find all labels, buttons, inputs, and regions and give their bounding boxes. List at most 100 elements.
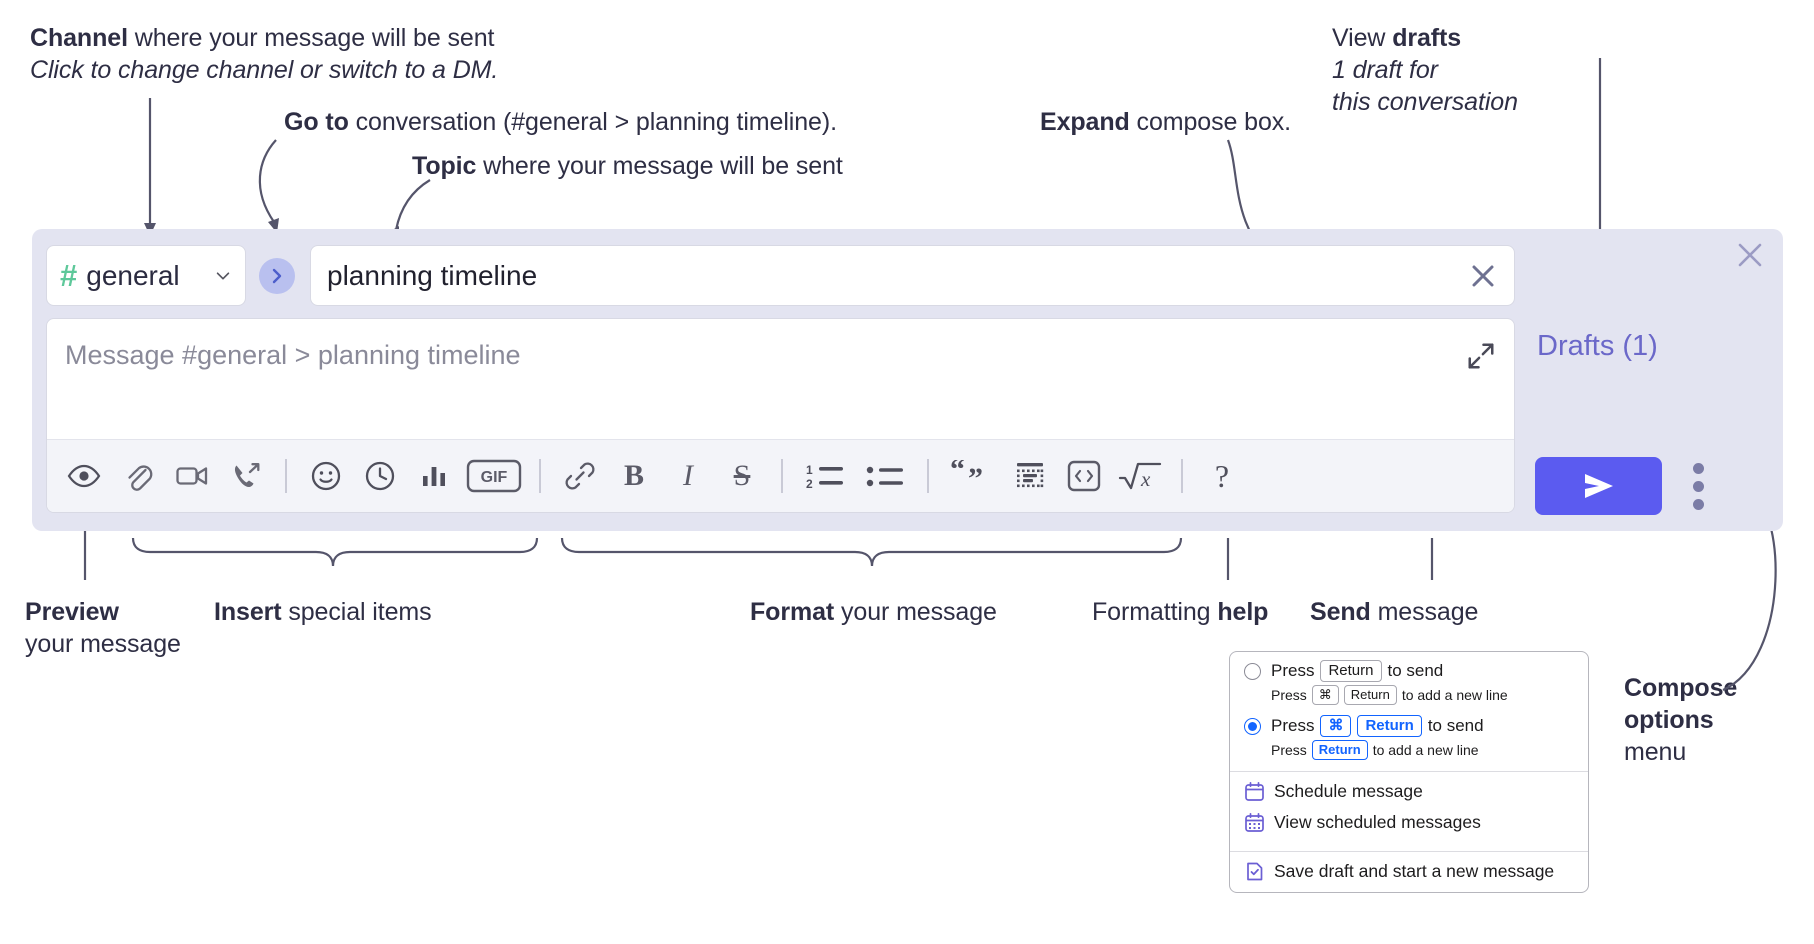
annotation-drafts-sub1: 1 draft for [1332,56,1438,84]
option-2-pre: Press [1271,716,1315,735]
key-command: ⌘ [1311,685,1339,705]
strikethrough-button[interactable]: S [715,449,769,503]
message-placeholder: Message #general > planning timeline [65,340,521,370]
message-input-box[interactable]: Message #general > planning timeline [46,318,1515,513]
send-option-cmd-return-sub: Press Return to add a new line [1230,737,1588,762]
quote-icon: “ ” [950,460,983,492]
annotation-topic: Topic where your message will be sent [412,150,843,182]
annotation-channel-sub: Click to change channel or switch to a D… [30,56,499,84]
svg-text:x: x [1140,467,1151,491]
annotation-help-bold: help [1217,598,1269,626]
vertical-dots-icon [1692,462,1704,474]
create-poll-button[interactable] [407,449,461,503]
menu-item-save-draft[interactable]: Save draft and start a new message [1230,852,1588,892]
send-option-return[interactable]: Press Return to send [1230,652,1588,682]
eye-icon [67,464,101,488]
bulleted-list-button[interactable] [855,449,915,503]
formatting-help-button[interactable]: ? [1195,449,1249,503]
svg-text:“: “ [950,460,965,486]
channel-selector[interactable]: # general [46,245,246,306]
toolbar-divider [285,459,287,493]
close-icon[interactable] [1735,240,1765,270]
formatting-toolbar: GIF B I S 1 2 [47,439,1514,512]
video-camera-icon [176,467,208,485]
toolbar-divider [1181,459,1183,493]
annotation-send-bold: Send [1310,598,1371,626]
chevron-down-icon [216,271,230,280]
italic-button[interactable]: I [661,449,715,503]
annotation-expand-bold: Expand [1040,108,1130,136]
key-return: Return [1343,685,1397,705]
emoji-button[interactable] [299,449,353,503]
math-equation-button[interactable]: x [1111,449,1169,503]
bar-chart-icon [423,467,445,486]
drafts-link[interactable]: Drafts (1) [1537,330,1658,362]
insert-gif-button[interactable]: GIF [461,449,527,503]
bold-button[interactable]: B [607,449,661,503]
calendar-grid-icon [1245,812,1264,832]
goto-conversation-button[interactable] [259,258,295,294]
key-return: Return [1320,660,1382,682]
gif-icon: GIF [466,459,522,493]
annotation-compose-options-l1: Compose [1624,674,1738,702]
annotation-goto: Go to conversation (#general > planning … [284,106,837,138]
blockquote-button[interactable]: “ ” [941,449,1003,503]
annotation-insert: Insert special items [214,596,432,628]
annotation-topic-bold: Topic [412,152,477,180]
preview-message-button[interactable] [57,449,111,503]
annotation-help-pre: Formatting [1092,598,1218,626]
annotation-format: Format your message [750,596,997,628]
svg-text:GIF: GIF [481,469,508,486]
annotation-compose-options: Compose options menu [1624,672,1737,768]
annotation-drafts-sub2: this conversation [1332,88,1518,116]
send-option-cmd-return[interactable]: Press ⌘ Return to send [1230,705,1588,737]
code-block-button[interactable] [1003,449,1057,503]
send-button[interactable] [1535,457,1662,515]
annotation-insert-bold: Insert [214,598,282,626]
expand-icon[interactable] [1466,341,1496,371]
close-icon[interactable] [1468,261,1498,291]
toolbar-divider [781,459,783,493]
chevron-right-icon [272,268,282,284]
annotation-preview-sub: your message [25,630,181,658]
code-snippet-button[interactable] [1057,449,1111,503]
compose-options-card: Press Return to send Press ⌘ Return to a… [1229,651,1589,893]
topic-input[interactable]: planning timeline [310,245,1515,306]
annotation-format-bold: Format [750,598,835,626]
vertical-dots-icon [1692,480,1704,492]
annotation-send-rest: message [1370,598,1479,626]
compose-options-button[interactable] [1685,462,1711,510]
hash-icon: # [60,258,78,293]
radio-selected[interactable] [1244,717,1261,735]
menu-divider [1230,771,1588,772]
key-return: Return [1357,715,1422,737]
ordered-list-button[interactable]: 1 2 [795,449,855,503]
annotation-channel: Channel where your message will be sent … [30,22,498,86]
channel-name: general [86,259,180,291]
code-block-icon [1017,463,1044,488]
insert-link-button[interactable] [553,449,607,503]
radio-unselected[interactable] [1244,662,1261,680]
record-video-clip-button[interactable] [165,449,219,503]
schedule-reminder-button[interactable] [353,449,407,503]
code-brackets-icon [1067,460,1101,492]
svg-text:2: 2 [806,477,813,491]
annotation-compose-options-l2: options [1624,706,1714,734]
record-audio-clip-button[interactable] [219,449,273,503]
send-option-return-sub: Press ⌘ Return to add a new line [1230,682,1588,705]
svg-text:”: ” [968,462,983,492]
annotation-channel-rest: where your message will be sent [127,24,495,52]
option-2-sub-pre: Press [1271,742,1307,758]
annotation-drafts-bold: drafts [1392,24,1462,52]
annotation-drafts: View drafts 1 draft for this conversatio… [1332,22,1518,118]
topic-value: planning timeline [327,259,538,291]
bulleted-list-icon [866,466,903,487]
italic-icon: I [683,459,693,492]
annotation-format-rest: your message [834,598,997,626]
bold-icon: B [623,459,644,492]
attach-file-button[interactable] [111,449,165,503]
menu-item-schedule-message[interactable]: Schedule message [1230,772,1588,807]
menu-item-view-scheduled-messages[interactable]: View scheduled messages [1230,807,1588,842]
clock-icon [365,461,395,491]
question-mark-icon: ? [1214,457,1230,494]
